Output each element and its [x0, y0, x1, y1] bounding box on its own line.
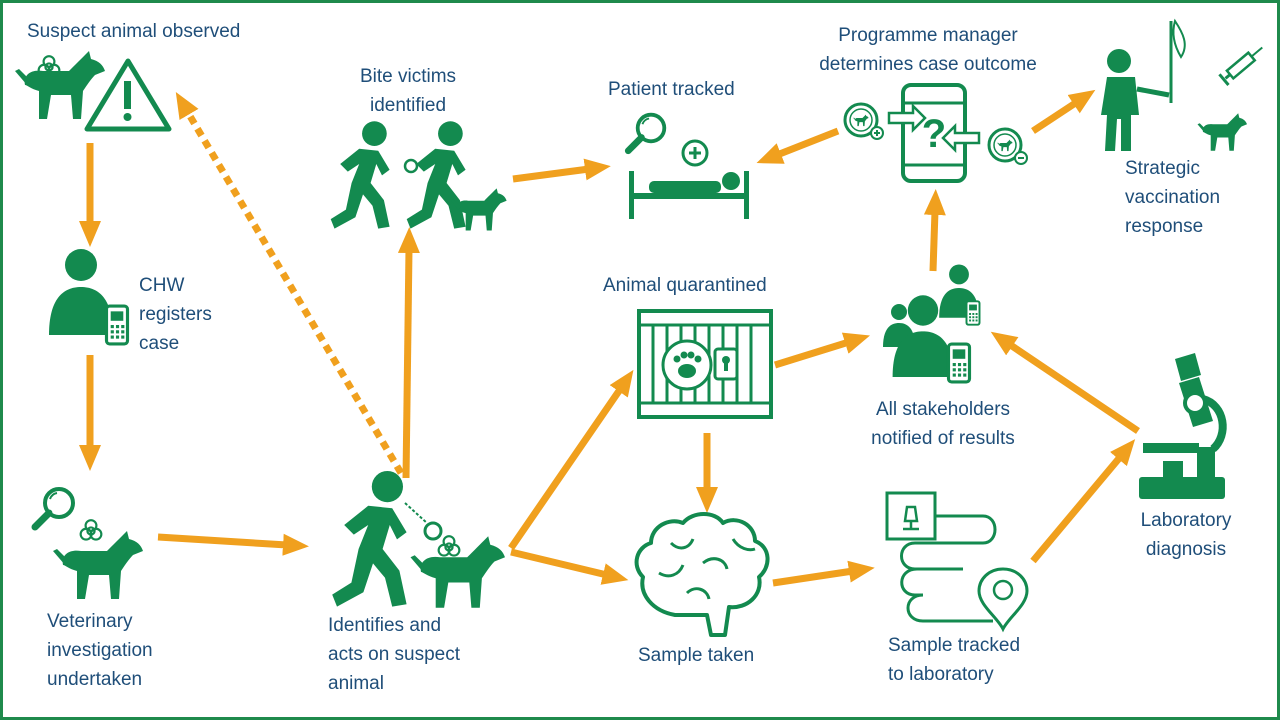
mobile-decision-icon: ?: [843, 83, 1028, 183]
stakeholders-icon: [883, 264, 981, 384]
arrow-identifies-to-observed-dotted: [175, 92, 405, 475]
flow-arrows: [79, 89, 1140, 587]
arrow-sample-to-tracked: [772, 560, 875, 587]
running-person-dog-icon: [332, 471, 505, 608]
arrow-identifies-to-quarantine: [508, 369, 634, 550]
label-strategic-vaccination: Strategic vaccination response: [1125, 158, 1221, 237]
label-chw-registers-case: CHW registers case: [139, 275, 212, 354]
arrow-tracked-to-lab: [1030, 439, 1136, 564]
label-bite-victims-identified: Bite victims identified: [359, 66, 457, 116]
label-identifies-and-acts: Identifies and acts on suspect animal: [328, 615, 461, 694]
route-tracking-icon: [885, 491, 1029, 633]
arrow-bite-to-patient: [512, 158, 611, 183]
arrow-vet-to-identifies: [157, 533, 309, 556]
vaccination-person-dog-icon: [1101, 18, 1263, 151]
diagram-canvas: ?: [15, 18, 1263, 637]
arrow-identifies-to-bite-victims: [397, 227, 420, 479]
arrow-identifies-to-sample: [510, 548, 629, 585]
label-sample-tracked: Sample tracked to laboratory: [888, 635, 1021, 685]
svg-text:?: ?: [922, 112, 946, 156]
label-sample-taken: Sample taken: [638, 645, 755, 666]
warning-triangle-icon: [84, 58, 172, 132]
label-patient-tracked: Patient tracked: [608, 79, 735, 100]
arrow-manager-to-patient: [756, 127, 840, 164]
patient-bed-icon: [628, 115, 749, 219]
label-laboratory-diagnosis: Laboratory diagnosis: [1140, 510, 1232, 560]
magnifier-dog-icon: [35, 489, 143, 599]
label-suspect-animal-observed: Suspect animal observed: [27, 21, 241, 42]
label-stakeholders-notified: All stakeholders notified of results: [871, 399, 1015, 449]
microscope-icon: [1139, 353, 1227, 499]
arrow-manager-to-vaccination: [1031, 89, 1096, 134]
brain-icon: [634, 512, 770, 637]
biohazard-dog-icon: [15, 51, 105, 119]
arrow-quarantine-to-stakeholders: [773, 332, 871, 369]
label-programme-manager: Programme manager determines case outcom…: [819, 25, 1037, 75]
arrow-lab-to-stakeholders: [990, 331, 1140, 434]
label-animal-quarantined: Animal quarantined: [603, 275, 767, 296]
arrow-stakeholders-to-manager: [923, 189, 946, 272]
bite-victims-icon: [330, 121, 507, 231]
quarantine-cage-icon: [637, 309, 773, 419]
health-worker-phone-icon: [49, 249, 130, 346]
label-veterinary-investigation: Veterinary investigation undertaken: [47, 611, 153, 690]
